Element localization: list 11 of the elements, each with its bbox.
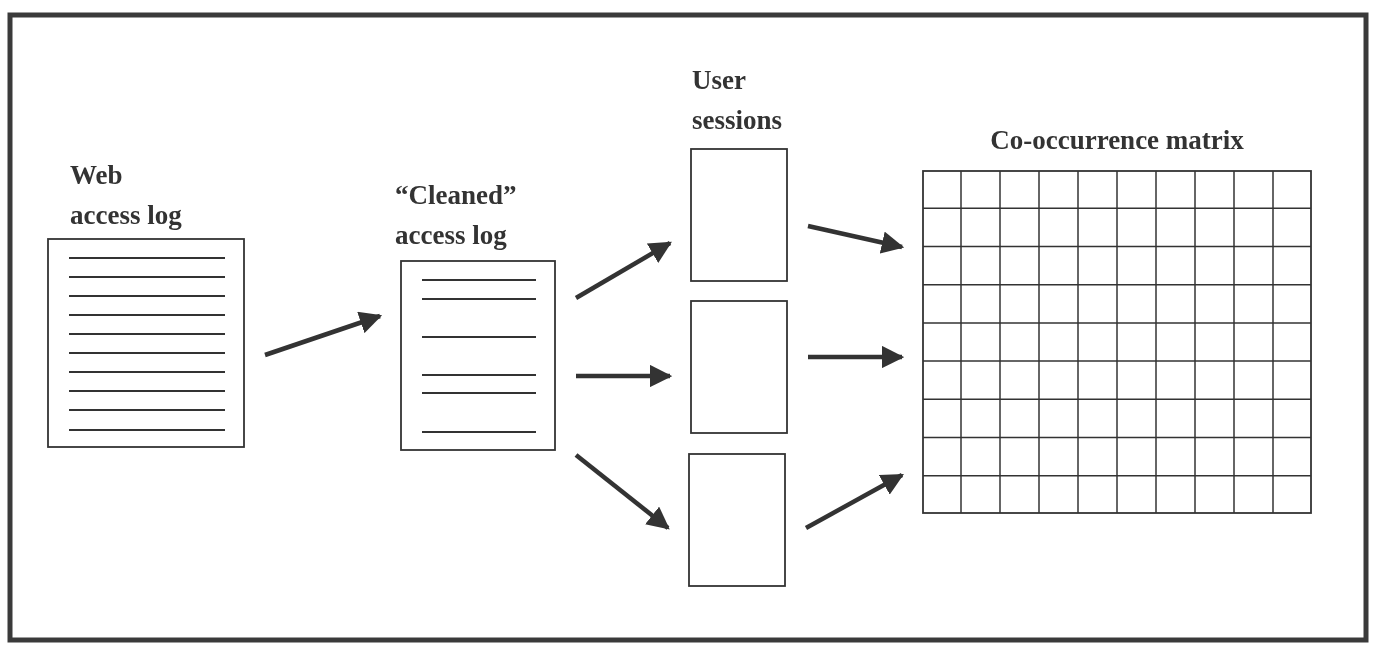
arrow xyxy=(264,311,383,358)
heading: “Cleaned” access log xyxy=(395,179,518,252)
arrow xyxy=(574,241,672,300)
arrow xyxy=(804,473,904,530)
arrow xyxy=(807,223,905,254)
arrow xyxy=(574,453,670,530)
arrow xyxy=(808,345,905,369)
arrow xyxy=(576,364,673,388)
heading: Web access log xyxy=(70,159,183,232)
heading: User sessions xyxy=(692,64,784,137)
heading: Co-occurrence matrix xyxy=(989,124,1245,157)
